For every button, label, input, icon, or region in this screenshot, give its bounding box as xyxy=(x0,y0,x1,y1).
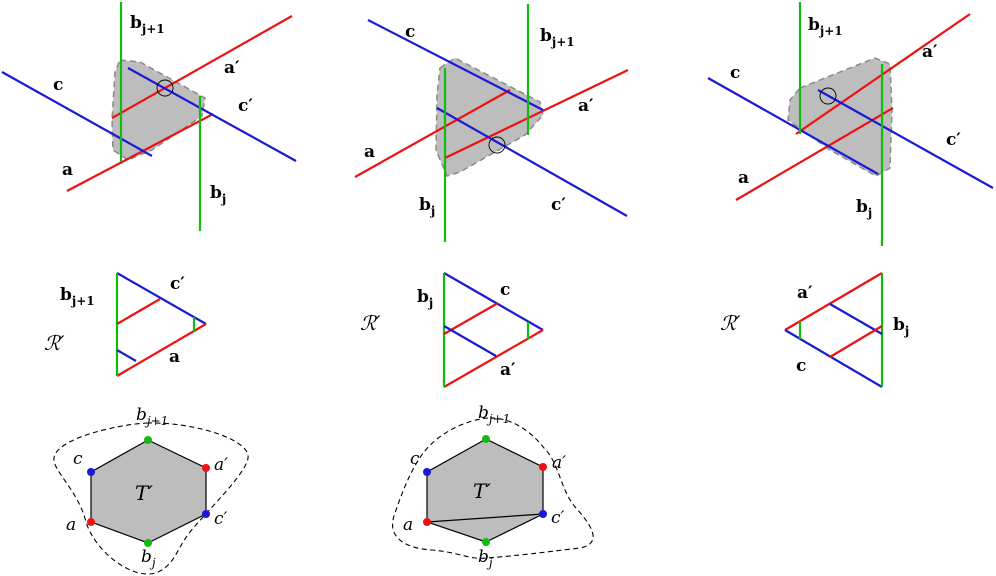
hex2-label-a: a xyxy=(403,515,413,535)
hex2-diagonal xyxy=(426,513,544,523)
intersection-marker-1 xyxy=(156,79,174,97)
hex2-label-c: c xyxy=(410,449,420,469)
hex2-label-b-j: bj xyxy=(478,547,493,570)
hex2-vertex-a xyxy=(423,518,431,526)
hex1-label-b-j: bj xyxy=(141,547,156,570)
gray-region-3 xyxy=(787,57,893,177)
label-a-3: a xyxy=(738,168,749,188)
gray-region-2 xyxy=(435,57,544,177)
label-a-prime-1: a′ xyxy=(224,58,240,78)
hex2-vertex-a-prime xyxy=(539,463,547,471)
line-c-1 xyxy=(1,71,153,157)
label-b-j1-3: bj+1 xyxy=(808,15,843,38)
label-a-prime-3: a′ xyxy=(922,42,938,62)
tri1-inner-red xyxy=(116,298,161,325)
tri2-inner-red xyxy=(443,302,499,335)
hex2-label-a-prime: a′ xyxy=(552,453,566,473)
line-c-3 xyxy=(707,77,879,175)
line-a-2 xyxy=(354,89,511,178)
gray-region-1 xyxy=(111,59,206,161)
hex1-vertex-b-j1 xyxy=(144,436,152,444)
label-b-j-3: bj xyxy=(856,197,872,220)
hex1-label-c: c xyxy=(73,449,83,469)
tri1-side-c-prime xyxy=(116,272,207,325)
tri1-label-a: a xyxy=(169,347,180,367)
line-c-prime-1 xyxy=(127,67,297,162)
hex1-dashed-outline xyxy=(53,422,249,575)
line-a-3 xyxy=(735,107,894,201)
tri3-label-R: ℛ′ xyxy=(720,311,741,335)
hex2-vertex-b-j1 xyxy=(482,435,490,443)
tri2-inner-blue xyxy=(443,325,497,357)
tri2-label-a-prime: a′ xyxy=(500,360,516,380)
label-b-j1-2: bj+1 xyxy=(540,26,575,49)
line-c-2 xyxy=(367,19,544,111)
arrangement-panel-1: bj+1 a′ c c′ a bj xyxy=(1,2,297,231)
hex2-dashed-outline xyxy=(392,417,594,559)
tri3-side-c xyxy=(784,329,883,388)
line-a-1 xyxy=(66,113,214,192)
hex1-label-b-j1: bj+1 xyxy=(136,405,168,428)
tri1-label-R: ℛ′ xyxy=(44,331,65,355)
line-a-prime-2 xyxy=(444,69,629,159)
label-c-3: c xyxy=(730,63,740,83)
hex2-vertex-c-prime xyxy=(539,510,547,518)
region-triangle-1: bj+1 c′ ℛ′ a xyxy=(44,272,207,377)
tri2-label-b-j: bj xyxy=(417,287,433,310)
region-triangle-2: bj c ℛ′ a′ xyxy=(360,272,544,388)
label-c-2: c xyxy=(405,22,415,42)
tri2-side-c xyxy=(443,272,544,331)
label-c-prime-3: c′ xyxy=(946,130,961,150)
tri2-label-R: ℛ′ xyxy=(360,311,381,335)
line-a-prime-1 xyxy=(111,15,293,119)
hull-hexagon-2: T′ bj+1 a′ c′ bj a c xyxy=(392,403,594,570)
hex2-label-T: T′ xyxy=(473,479,491,503)
arrangement-panel-3: bj+1 a′ c c′ a bj xyxy=(707,2,994,246)
label-a-2: a xyxy=(364,142,375,162)
tri3-label-c: c xyxy=(796,356,806,376)
label-c-1: c xyxy=(53,75,63,95)
hex2-vertex-c xyxy=(423,468,431,476)
arrangement-panel-2: c bj+1 a′ a c′ bj xyxy=(354,4,629,242)
label-a-1: a xyxy=(62,160,73,180)
line-c-prime-3 xyxy=(817,89,994,189)
intersection-marker-3 xyxy=(819,87,837,105)
hex1-vertex-a xyxy=(87,518,95,526)
hex1-vertex-c xyxy=(87,468,95,476)
hex1-label-a: a xyxy=(66,515,76,535)
tri3-inner-red xyxy=(829,325,883,358)
hex1-vertex-b-j xyxy=(144,539,152,547)
label-b-j-2: bj xyxy=(419,195,435,218)
label-c-prime-1: c′ xyxy=(238,96,253,116)
hex1-vertex-a-prime xyxy=(202,464,210,472)
tri3-inner-blue xyxy=(829,303,883,335)
tri3-label-a-prime: a′ xyxy=(797,283,813,303)
label-a-prime-2: a′ xyxy=(578,96,594,116)
tri1-side-a xyxy=(116,323,207,377)
label-c-prime-2: c′ xyxy=(551,195,566,215)
hex1-vertex-c-prime xyxy=(202,510,210,518)
tri1-label-c-prime: c′ xyxy=(170,274,185,294)
label-b-j1-1: bj+1 xyxy=(130,13,165,36)
tri2-side-a-prime xyxy=(443,329,544,388)
tri1-label-b-j1: bj+1 xyxy=(60,285,95,308)
tri3-side-a-prime xyxy=(784,272,883,331)
label-b-j-1: bj xyxy=(210,183,226,206)
hex1-label-c-prime: c′ xyxy=(214,509,228,529)
hex2-vertex-b-j xyxy=(482,538,490,546)
hull-hexagon-1: T′ bj+1 a′ c′ bj a c xyxy=(53,405,249,575)
hex1-label-a-prime: a′ xyxy=(214,455,228,475)
hex2-label-c-prime: c′ xyxy=(551,508,565,528)
line-c-prime-2 xyxy=(436,107,628,217)
tri2-label-c: c xyxy=(500,280,510,300)
intersection-marker-2 xyxy=(488,136,506,154)
region-triangle-3: a′ ℛ′ bj c xyxy=(720,272,909,388)
hex1-label-T: T′ xyxy=(135,481,153,505)
hex2-label-b-j1: bj+1 xyxy=(478,403,510,426)
tri3-label-b-j: bj xyxy=(893,315,909,338)
tri1-inner-blue xyxy=(116,349,137,362)
